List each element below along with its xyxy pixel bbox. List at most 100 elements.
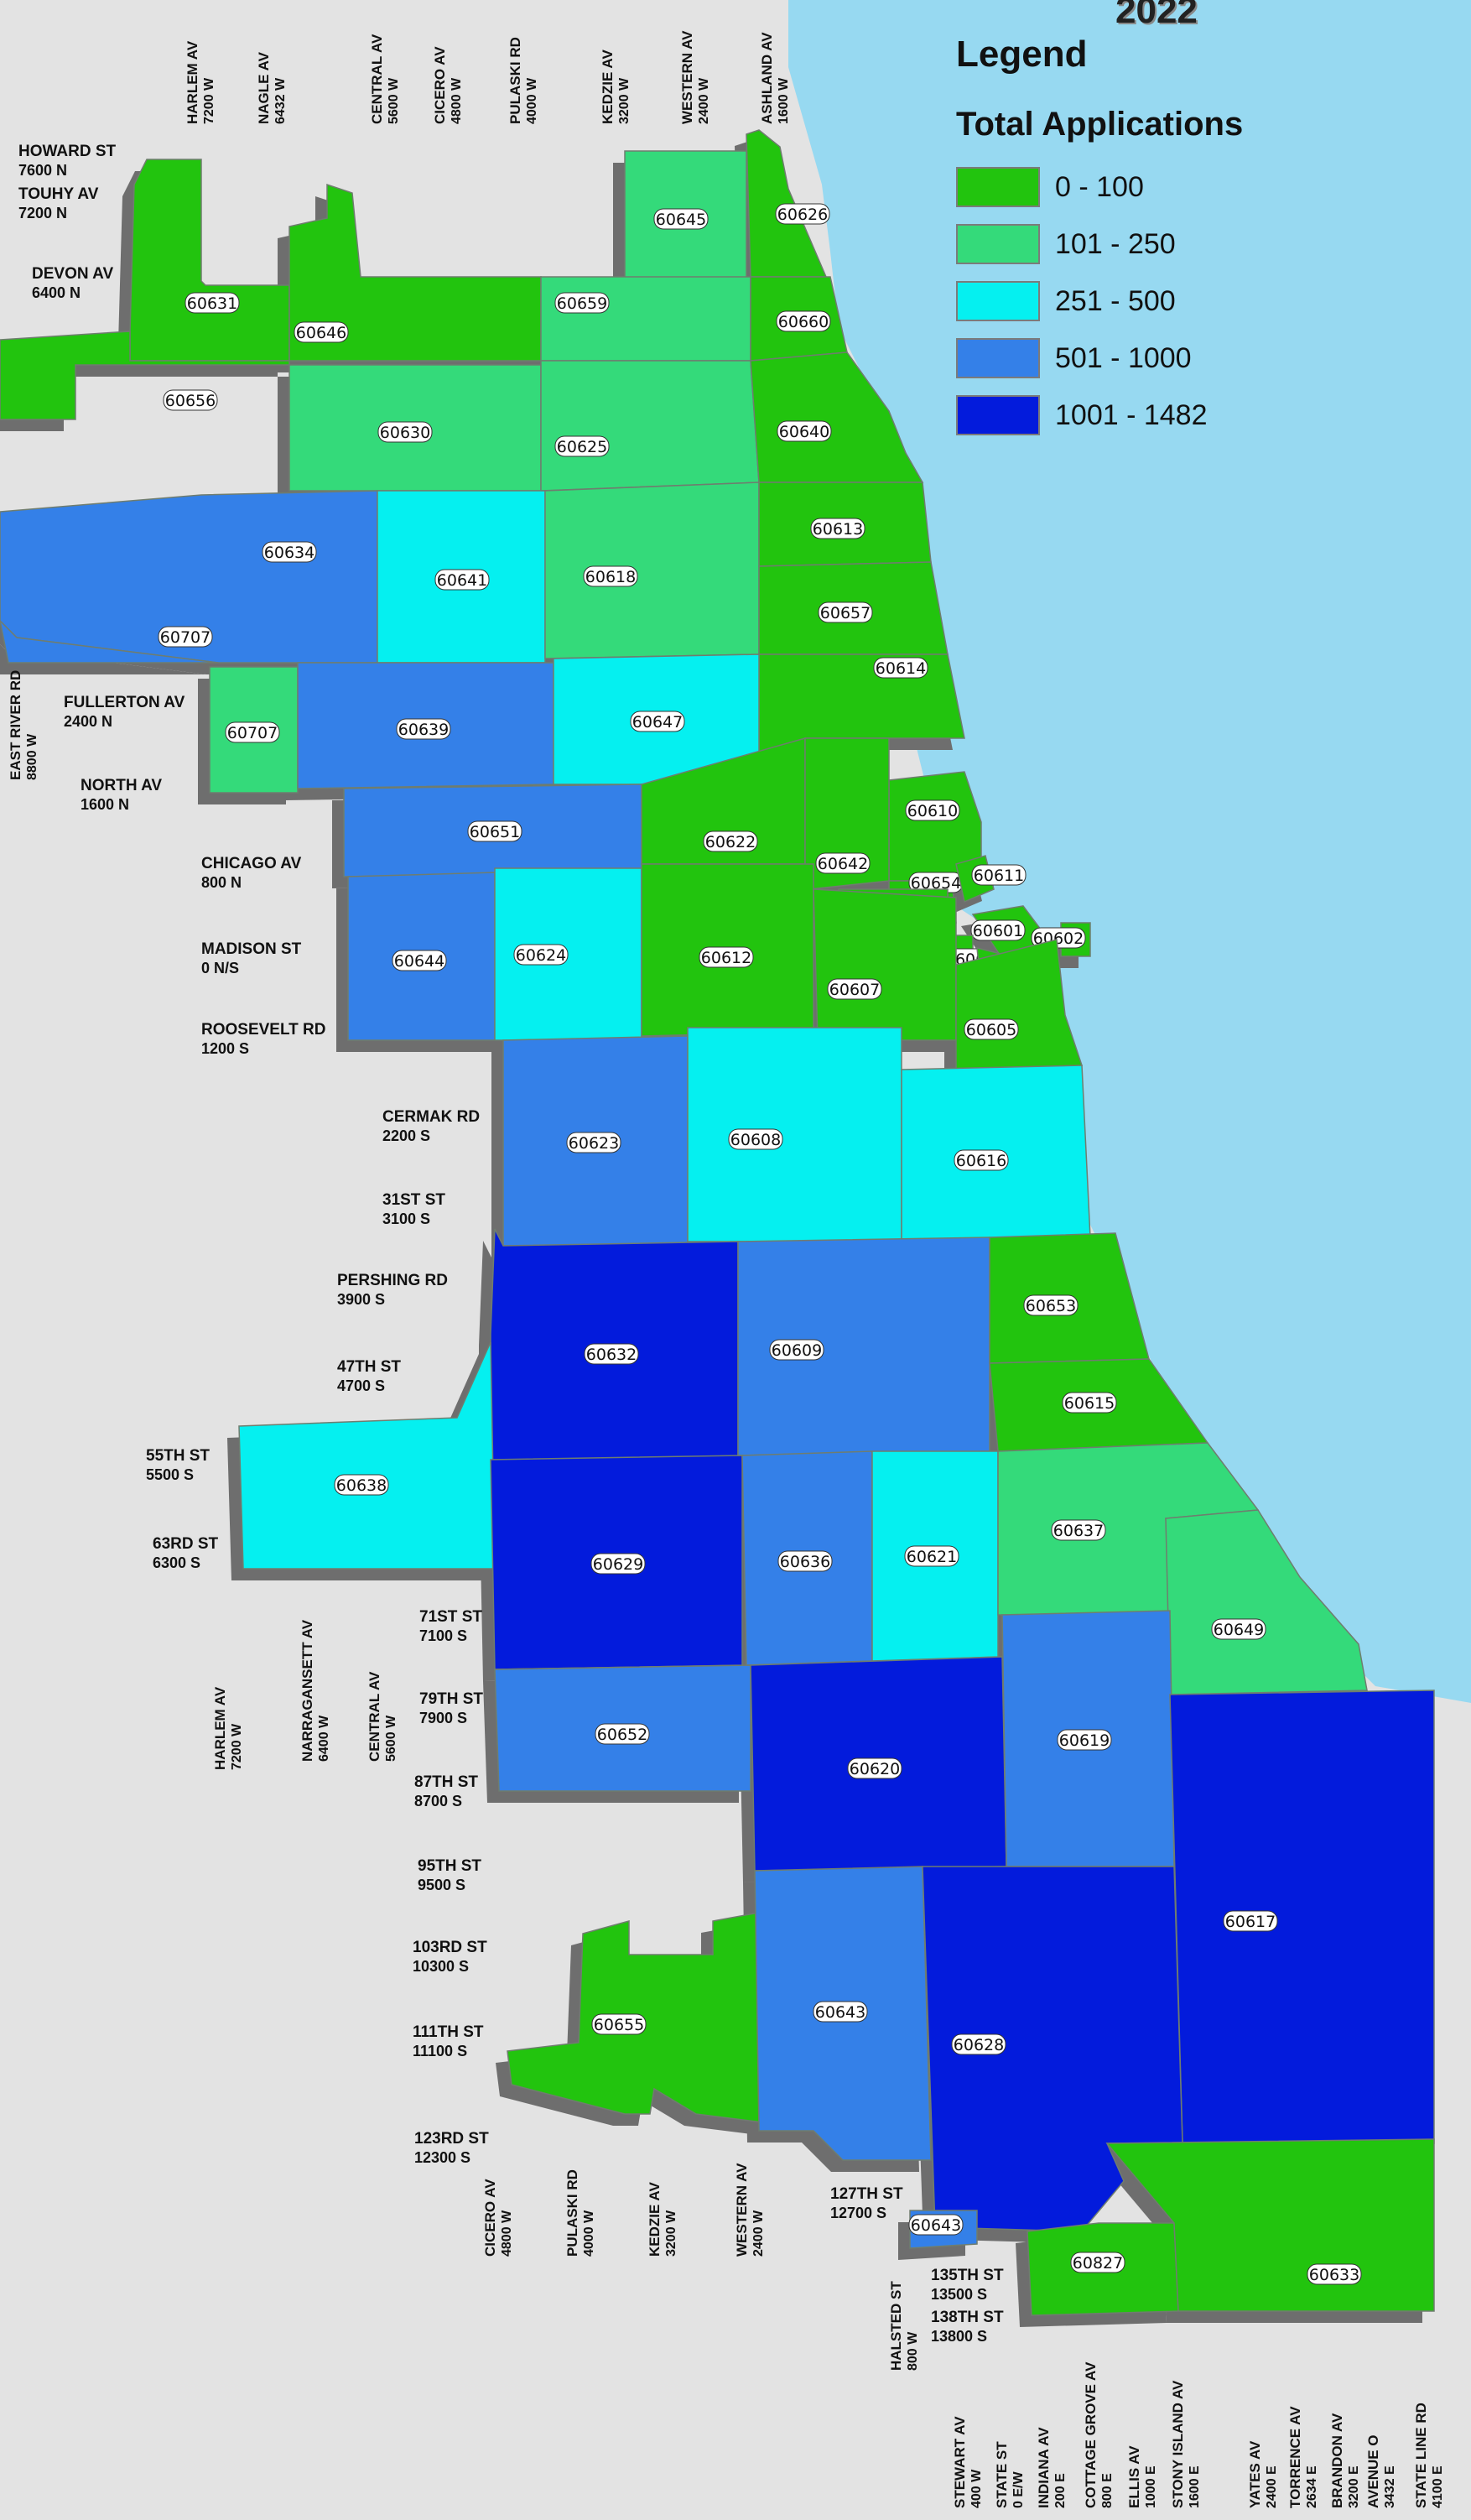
zip-area-60615[interactable]: 60615 bbox=[989, 1358, 1209, 1452]
zip-area-60651[interactable]: 60651 bbox=[343, 784, 642, 877]
zip-area-60655[interactable]: 60655 bbox=[507, 1912, 764, 2123]
zip-area-60632[interactable]: 60632 bbox=[490, 1228, 739, 1460]
street-address: 4000 W bbox=[525, 77, 539, 124]
zip-area-60621[interactable]: 60621 bbox=[871, 1450, 999, 1662]
zip-label: 60605 bbox=[966, 1021, 1016, 1039]
zip-label: 60628 bbox=[954, 2036, 1004, 2054]
zip-label: 60643 bbox=[815, 2003, 865, 2022]
zip-label: 60621 bbox=[907, 1548, 957, 1566]
zip-area-60630[interactable]: 60630 bbox=[288, 364, 542, 492]
zip-area-60619[interactable]: 60619 bbox=[1001, 1610, 1175, 1867]
zip-area-60617[interactable]: 60617 bbox=[1169, 1690, 1435, 2144]
zip-area-60647[interactable]: 60647 bbox=[553, 653, 760, 785]
zip-label-badge bbox=[554, 292, 610, 314]
zip-area-60653[interactable]: 60653 bbox=[989, 1232, 1150, 1364]
zip-area-60636[interactable]: 60636 bbox=[741, 1450, 873, 1666]
street-name: 123RD ST bbox=[414, 2130, 489, 2148]
zip-label-badge bbox=[392, 950, 447, 971]
zip-area-60620[interactable]: 60620 bbox=[750, 1656, 1007, 1872]
street-name: STONY ISLAND AV bbox=[1170, 2380, 1186, 2508]
zip-area-60609[interactable]: 60609 bbox=[737, 1237, 990, 1456]
street-address: 12700 S bbox=[830, 2205, 886, 2221]
street-address: 2400 W bbox=[751, 2210, 766, 2257]
street-name: CENTRAL AV bbox=[369, 34, 385, 124]
zip-shadow bbox=[0, 644, 206, 674]
zip-area-60642[interactable]: 60642 bbox=[804, 737, 890, 890]
zip-label: 60636 bbox=[780, 1553, 830, 1571]
zip-label: 60659 bbox=[557, 294, 607, 313]
zip-area-60633[interactable]: 60633 bbox=[1105, 2138, 1435, 2312]
zip-area-60624[interactable]: 60624 bbox=[494, 867, 642, 1041]
zip-polygon bbox=[0, 619, 219, 664]
zip-area-60616[interactable]: 60616 bbox=[901, 1065, 1091, 1242]
zip-label: 60610 bbox=[907, 802, 958, 820]
zip-area-60657[interactable]: 60657 bbox=[758, 561, 949, 655]
zip-label-badge bbox=[827, 978, 882, 1000]
zip-polygon bbox=[540, 360, 760, 492]
zip-area-60607[interactable]: 60607 bbox=[813, 888, 957, 1041]
zip-label: 60622 bbox=[705, 833, 756, 851]
zip-area-60618[interactable]: 60618 bbox=[544, 482, 760, 659]
zip-label-badge bbox=[554, 435, 610, 457]
zip-area-60612[interactable]: 60612 bbox=[641, 863, 814, 1037]
zip-area-60631[interactable]: 60631 bbox=[129, 159, 290, 362]
zip-area-60611[interactable]: 60611 bbox=[955, 855, 1027, 903]
zip-area-60634[interactable]: 60634 bbox=[0, 490, 378, 664]
zip-area-60610[interactable]: 60610 bbox=[888, 771, 982, 882]
zip-area-60605[interactable]: 60605 bbox=[955, 939, 1084, 1070]
zip-area-60707[interactable]: 60707 bbox=[0, 619, 219, 664]
zip-area-60641[interactable]: 60641 bbox=[377, 490, 546, 664]
zip-area-60645[interactable]: 60645 bbox=[624, 150, 747, 290]
zip-label: 60616 bbox=[956, 1152, 1006, 1170]
zip-area-60639[interactable]: 60639 bbox=[297, 662, 554, 789]
street-name: STATE LINE RD bbox=[1413, 2403, 1429, 2508]
zip-area-60643[interactable]: 60643 bbox=[754, 1866, 932, 2161]
street-name: PULASKI RD bbox=[507, 37, 523, 124]
street-name: YATES AV bbox=[1247, 2440, 1263, 2508]
zip-label-badge bbox=[905, 799, 960, 821]
zip-area-60643[interactable]: 60643 bbox=[908, 2210, 978, 2249]
zip-label-badge bbox=[591, 2013, 647, 2035]
street-name: 103RD ST bbox=[413, 1939, 487, 1956]
street-name: NORTH AV bbox=[81, 777, 162, 794]
zip-area-60629[interactable]: 60629 bbox=[490, 1455, 743, 1670]
street-name: ASHLAND AV bbox=[759, 32, 775, 124]
zip-area-60659[interactable]: 60659 bbox=[540, 276, 751, 362]
zip-area-60623[interactable]: 60623 bbox=[502, 1035, 689, 1247]
zip-area-60646[interactable]: 60646 bbox=[288, 183, 542, 362]
zip-area-60660[interactable]: 60660 bbox=[750, 276, 848, 362]
zip-area-60644[interactable]: 60644 bbox=[347, 872, 496, 1041]
legend-class-1: 101 - 250 bbox=[956, 216, 1308, 273]
street-name: WESTERN AV bbox=[734, 2163, 750, 2257]
zip-label: 60613 bbox=[813, 520, 863, 539]
zip-area-60652[interactable]: 60652 bbox=[494, 1664, 751, 1792]
zip-area-60613[interactable]: 60613 bbox=[758, 482, 932, 567]
street-name: HOWARD ST bbox=[18, 143, 117, 160]
zip-area-60625[interactable]: 60625 bbox=[540, 360, 760, 492]
street-name: COTTAGE GROVE AV bbox=[1083, 2361, 1099, 2508]
zip-label: 60649 bbox=[1214, 1621, 1264, 1639]
zip-area-60608[interactable]: 60608 bbox=[687, 1027, 902, 1242]
zip-area-60707[interactable]: 60707 bbox=[209, 666, 299, 794]
zip-label: 60646 bbox=[296, 324, 346, 342]
zip-area-60638[interactable]: 60638 bbox=[238, 1341, 496, 1570]
zip-label-badge bbox=[970, 919, 1026, 941]
zip-area-60827[interactable]: 60827 bbox=[1027, 2222, 1179, 2316]
zip-polygon bbox=[540, 276, 751, 362]
zip-label: 60630 bbox=[380, 424, 430, 442]
zip-label-badge bbox=[815, 852, 871, 874]
zip-area-60640[interactable]: 60640 bbox=[750, 351, 924, 483]
